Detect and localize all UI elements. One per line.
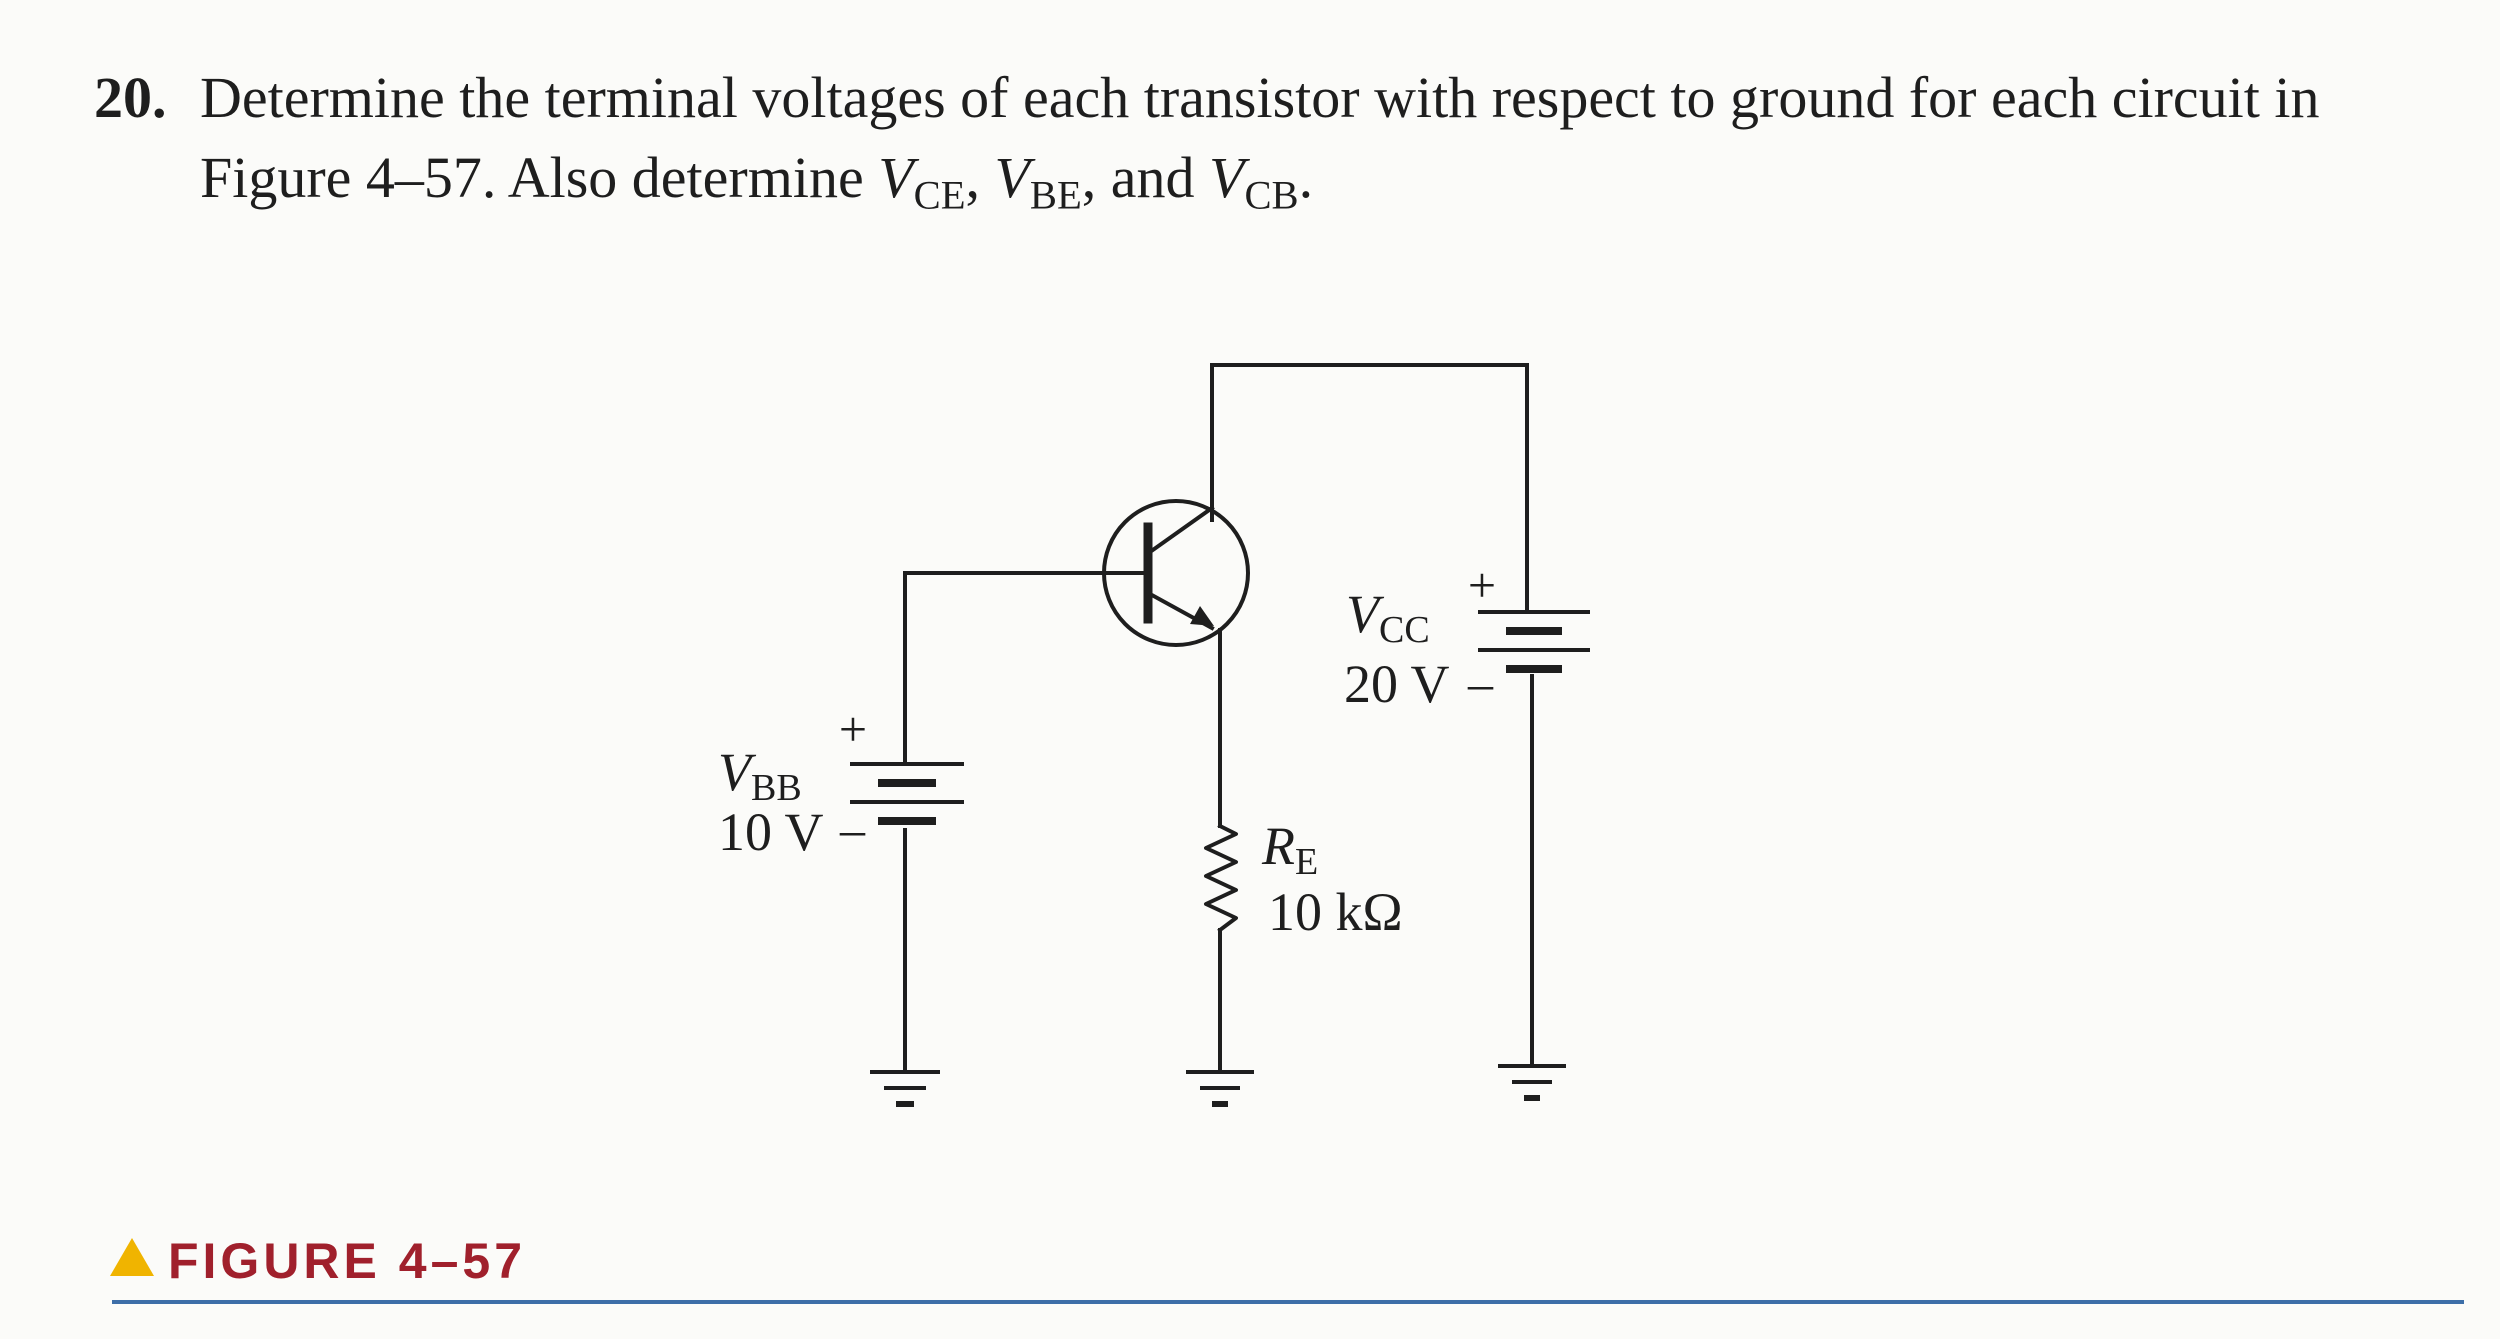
v-cb-subscript: CB (1244, 172, 1299, 218)
re-subscript: E (1295, 841, 1318, 883)
ground-icon (870, 1070, 940, 1107)
problem-number: 20. (94, 65, 167, 130)
emitter-arrow-icon (1190, 606, 1214, 626)
npn-transistor-symbol (1102, 499, 1250, 647)
vbb-subscript: BB (751, 767, 802, 809)
vbb-battery-symbol (850, 762, 964, 825)
vcc-minus-sign: – (1467, 655, 1494, 711)
vcc-battery-symbol (1478, 610, 1590, 673)
vbb-minus-sign: – (839, 801, 866, 857)
v-ce-symbol: V (878, 145, 914, 210)
collector-wire (1210, 363, 1529, 614)
vbb-value: 10 V (718, 802, 824, 862)
vcc-subscript: CC (1379, 609, 1430, 651)
v-cb-symbol: V (1209, 145, 1245, 210)
vbb-label: VBB (718, 742, 802, 809)
problem-text-line-2: Figure 4–57. Also determine VCE, VBE, an… (200, 138, 1313, 235)
vbb-plus-sign: + (839, 701, 867, 757)
separator-2: , and (1081, 145, 1210, 210)
caption-triangle-icon (110, 1238, 154, 1276)
vcc-value: 20 V (1344, 654, 1450, 714)
v-be-subscript: BE (1029, 172, 1082, 218)
re-value: 10 kΩ (1268, 882, 1403, 942)
problem-text-line-2-start: Figure 4–57. Also determine (200, 145, 879, 210)
ground-icon (1186, 1070, 1254, 1107)
ground-icon (1498, 1064, 1566, 1101)
base-wire (903, 571, 1144, 766)
separator-1: , (965, 145, 995, 210)
caption-rule (112, 1300, 2464, 1304)
figure-caption-text: FIGURE 4–57 (168, 1233, 527, 1289)
re-symbol: R (1261, 816, 1295, 876)
figure-caption: FIGURE 4–57 (110, 1232, 526, 1290)
vcc-label: VCC (1346, 584, 1430, 651)
v-ce-subscript: CE (913, 172, 966, 218)
vcc-plus-sign: + (1468, 557, 1496, 613)
vbb-symbol: V (718, 742, 757, 802)
sentence-end: . (1298, 145, 1314, 210)
resistor-symbol (1204, 823, 1238, 933)
v-be-symbol: V (994, 145, 1030, 210)
problem-text-line-1: Determine the terminal voltages of each … (200, 65, 2320, 130)
re-label: RE (1261, 816, 1318, 883)
vcc-symbol: V (1346, 584, 1385, 644)
